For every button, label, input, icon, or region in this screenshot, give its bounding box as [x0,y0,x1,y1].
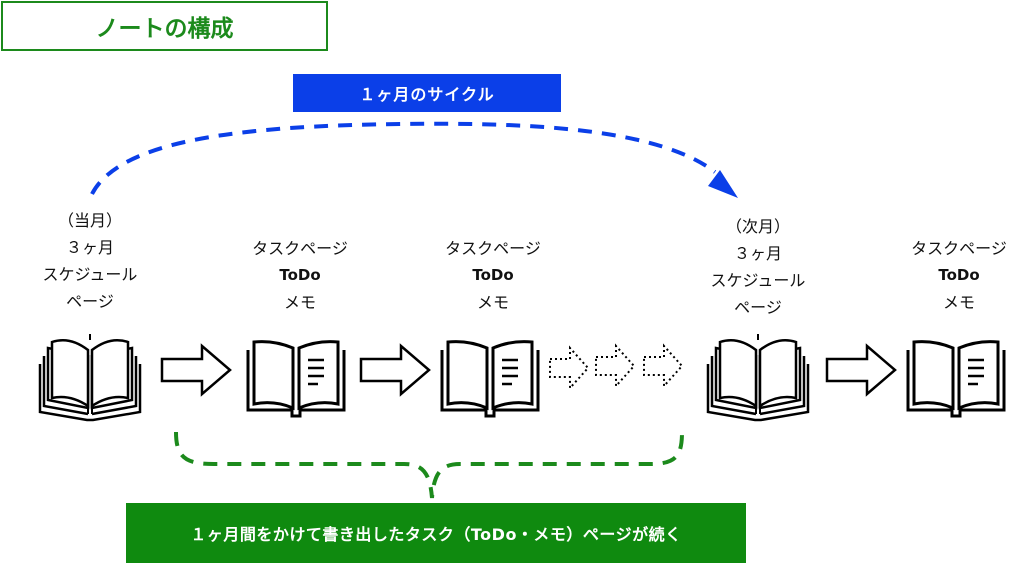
right-arrow-icon [825,344,897,396]
label-current-schedule: （当月） ３ヶ月 スケジュール ページ [42,211,138,311]
task-book-icon [906,340,1006,418]
cycle-arc-arrowhead [708,170,738,198]
page-title: ノートの構成 [1,1,328,51]
label-task-page-1: タスクページ ToDo メモ [252,239,348,312]
label-task-page-2: タスクページ ToDo メモ [445,239,541,312]
dotted-arrow-icon [549,347,589,389]
schedule-book-icon [706,332,810,422]
dotted-arrow-icon [595,345,635,387]
task-book-icon [440,340,540,418]
dotted-arrow-icon [643,345,683,387]
task-book-icon [246,340,346,418]
label-next-schedule: （次月） ３ヶ月 スケジュール ページ [710,217,806,317]
right-arrow-icon [160,344,232,396]
cycle-arc [90,121,717,195]
bottom-note-banner: １ヶ月間をかけて書き出したタスク（ToDo・メモ）ページが続く [126,503,746,563]
cycle-label: １ヶ月のサイクル [293,74,561,112]
green-brace [174,431,684,499]
schedule-book-icon [38,332,142,422]
right-arrow-icon [359,344,431,396]
label-task-page-3: タスクページ ToDo メモ [911,239,1007,312]
